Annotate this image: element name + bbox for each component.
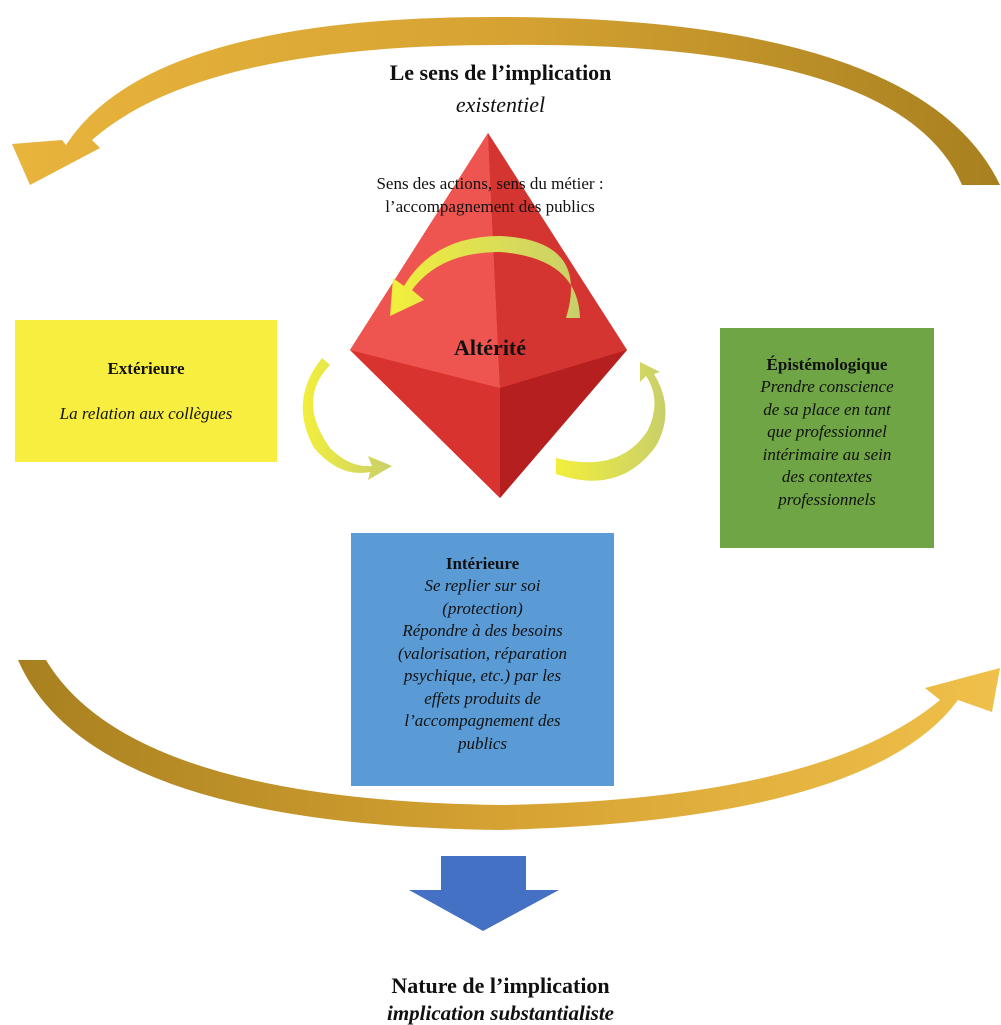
inner-arrow-top [390, 236, 580, 318]
interieure-line: Se replier sur soi [424, 576, 541, 595]
epistemologique-title: Épistémologique [766, 355, 888, 374]
top-title: Le sens de l’implication [389, 60, 612, 85]
exterieure-text: La relation aux collègues [59, 404, 233, 423]
exterieure-box: Extérieure La relation aux collègues [15, 320, 277, 462]
interieure-line: (valorisation, réparation [397, 643, 568, 663]
top-subtitle: existentiel [455, 92, 546, 117]
epistemologique-line: professionnels [778, 489, 876, 509]
interieure-line: publics [457, 733, 508, 753]
epistemologique-box: Épistémologique Prendre conscience de sa… [720, 328, 934, 548]
bottom-subtitle: implication substantialiste [387, 1001, 614, 1025]
epistemologique-line: Prendre conscience [760, 377, 894, 396]
down-arrow [409, 856, 559, 931]
interieure-title: Intérieure [445, 554, 520, 573]
interieure-line: Répondre à des besoins [402, 621, 563, 640]
interieure-line: l’accompagnement des [404, 711, 561, 730]
top-cycle-arrow [12, 16, 1000, 185]
epistemologique-line: que professionnel [767, 422, 887, 441]
bottom-title: Nature de l’implication [391, 973, 610, 998]
interieure-line: effets produits de [424, 688, 541, 708]
epistemologique-line: de sa place en tant [763, 399, 891, 419]
exterieure-title: Extérieure [107, 359, 185, 378]
epistemologique-line: intérimaire au sein [762, 444, 892, 464]
alterite-diamond [350, 133, 627, 498]
interieure-box: Intérieure Se replier sur soi (protectio… [351, 533, 614, 786]
interieure-line: psychique, etc.) par les [403, 666, 562, 685]
alterite-label: Altérité [453, 335, 527, 360]
epistemologique-line: des contextes [781, 467, 873, 486]
top-caption: Sens des actions, sens du métier : l’acc… [300, 172, 680, 218]
caption-line-1: Sens des actions, sens du métier : [376, 174, 604, 193]
inner-arrow-right [556, 362, 666, 481]
inner-arrow-left [302, 358, 392, 480]
interieure-line: (protection) [442, 598, 523, 618]
caption-line-2: l’accompagnement des publics [385, 197, 595, 216]
bottom-cycle-arrow [18, 660, 1000, 830]
